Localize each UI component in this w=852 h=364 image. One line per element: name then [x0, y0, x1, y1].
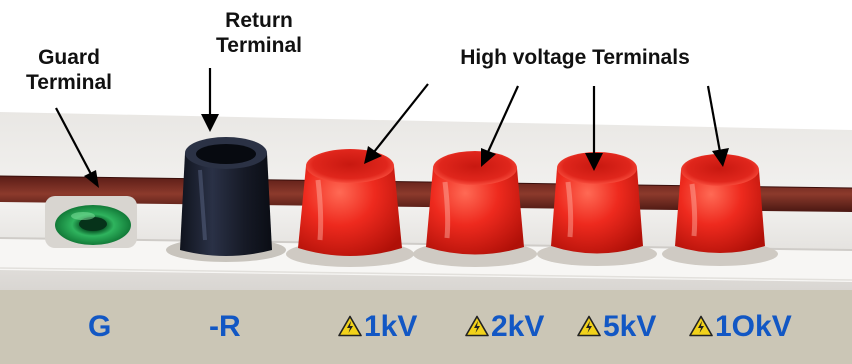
legend-1kv: 1kV [338, 309, 417, 345]
legend-return: -R [209, 310, 241, 343]
annotation-arrows [55, 68, 729, 188]
legend-guard: G [88, 310, 112, 343]
return-label-line1: Return [225, 9, 293, 32]
high-voltage-warning-icon [465, 315, 489, 337]
terminal-legend: G -R 1kV 2kV 5kV 1OkV [0, 290, 852, 364]
legend-2kv-text: 2kV [491, 310, 545, 343]
legend-1kv-text: 1kV [364, 310, 418, 343]
guard-terminal-label: Guard Terminal [8, 45, 130, 95]
legend-10kv: 1OkV [689, 309, 792, 345]
return-label-line2: Terminal [216, 34, 302, 57]
arrow-10kv [706, 85, 722, 153]
arrow-guard [55, 107, 93, 177]
guard-label-line2: Terminal [26, 71, 112, 94]
legend-2kv: 2kV [465, 309, 544, 345]
return-terminal-label: Return Terminal [198, 8, 320, 58]
hv-terminal-5kv[interactable] [537, 152, 657, 266]
legend-5kv: 5kV [577, 309, 656, 345]
guard-label-line1: Guard [38, 46, 100, 69]
high-voltage-warning-icon [577, 315, 601, 337]
legend-10kv-text: 1OkV [715, 310, 792, 343]
legend-5kv-text: 5kV [603, 310, 657, 343]
return-terminal[interactable] [166, 137, 286, 262]
guard-terminal[interactable] [45, 196, 137, 248]
hv-terminal-10kv[interactable] [662, 154, 778, 266]
arrow-1kv [373, 83, 429, 153]
arrow-2kv [486, 85, 520, 153]
high-voltage-warning-icon [689, 315, 713, 337]
hv-terminal-2kv[interactable] [413, 151, 537, 267]
high-voltage-warning-icon [338, 315, 362, 337]
instrument-panel [0, 68, 852, 290]
high-voltage-terminals-label: High voltage Terminals [460, 46, 690, 69]
